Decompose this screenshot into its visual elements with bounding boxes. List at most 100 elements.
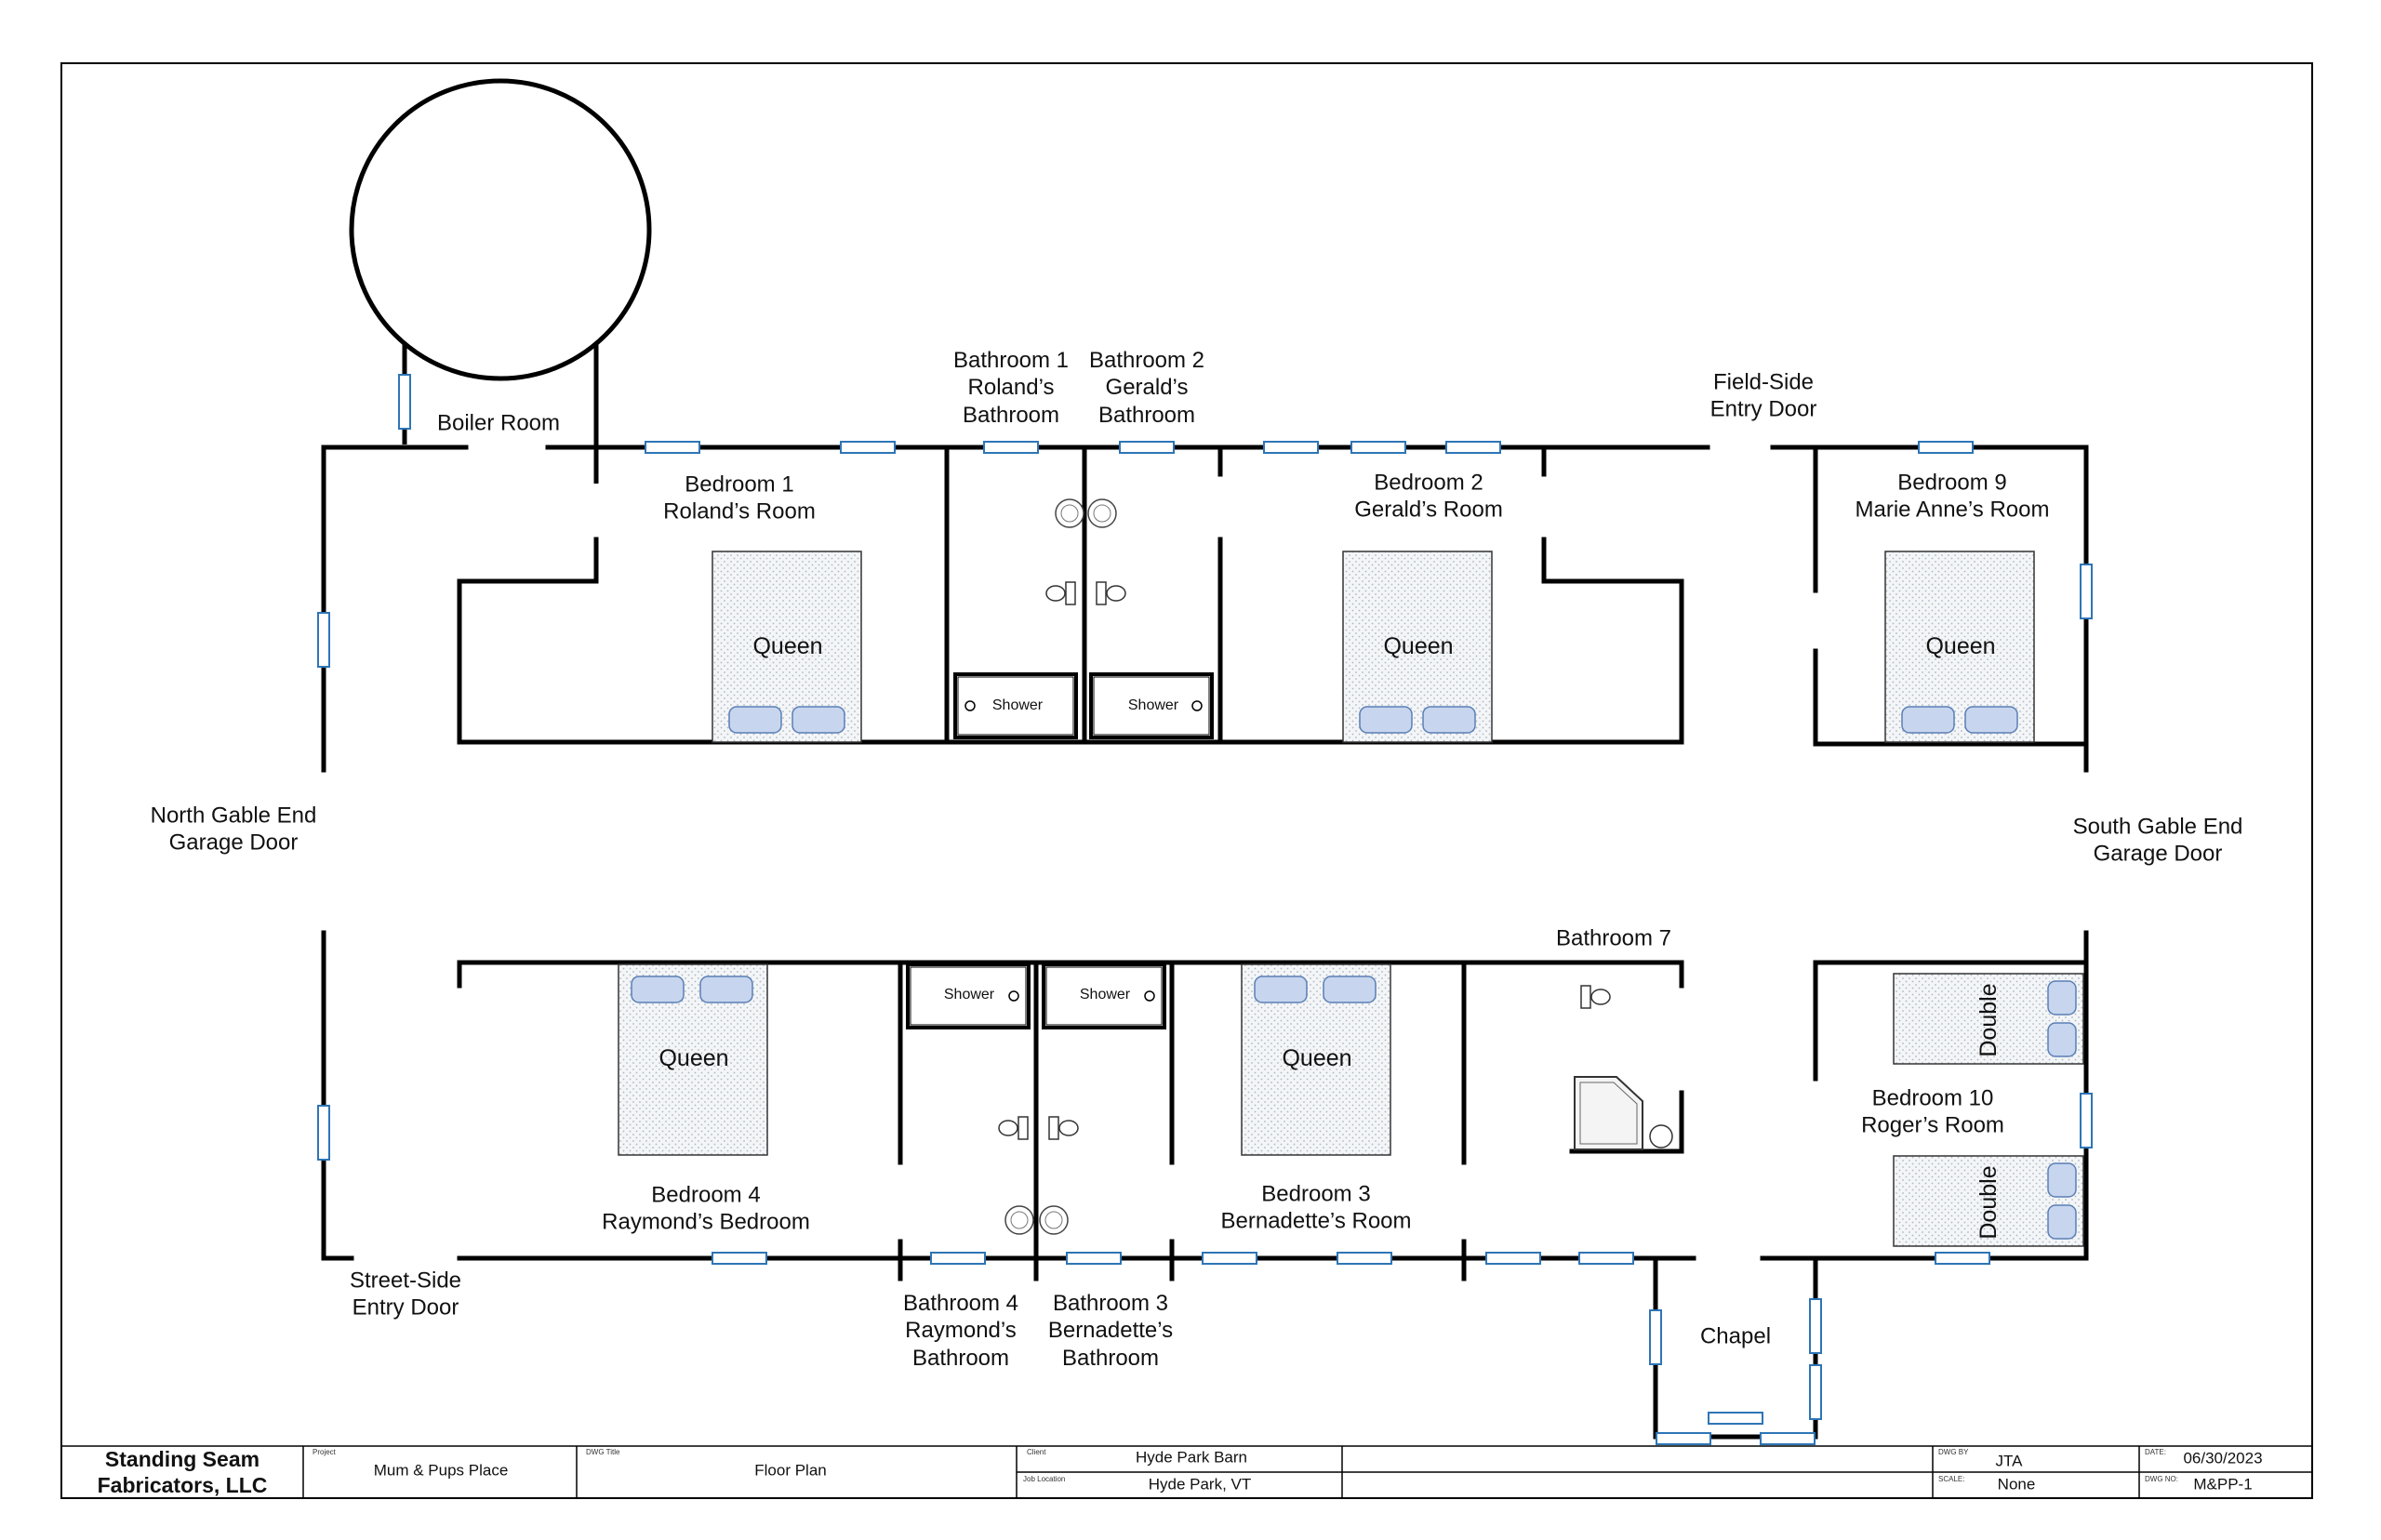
pillow [631, 976, 685, 1003]
caption-dwg-title: DWG Title [586, 1448, 620, 1456]
toilet-bowl [1106, 585, 1126, 602]
bedroom-2-name: Gerald’s Room [1354, 498, 1503, 523]
shower-label-bathroom-1: Shower [991, 697, 1044, 714]
bathroom-3-word: Bathroom [1061, 1345, 1160, 1371]
pillow [791, 706, 845, 734]
window [1337, 1252, 1392, 1265]
window [983, 441, 1039, 454]
bathroom-1-owner: Roland’s [967, 375, 1055, 401]
window [840, 441, 896, 454]
toilet-tank [1065, 581, 1076, 605]
shower-drain [1191, 700, 1203, 711]
toilet-tank [1096, 581, 1107, 605]
shower-inner [957, 676, 1074, 736]
window [930, 1252, 986, 1265]
bathroom-1-number: Bathroom 1 [952, 348, 1070, 374]
sink-basin [1060, 504, 1079, 523]
bathroom-4-word: Bathroom [911, 1345, 1010, 1371]
window [317, 612, 330, 668]
bathroom-4-number: Bathroom 4 [902, 1291, 1019, 1317]
street-door-line1: Street-Side [349, 1268, 462, 1294]
bedroom-2-number: Bedroom 2 [1374, 470, 1483, 496]
window [1918, 441, 1974, 454]
title-block-scale: None [1997, 1475, 2036, 1494]
bedroom-10-name: Roger’s Room [1861, 1113, 2004, 1138]
window [1656, 1432, 1711, 1445]
title-block-job-location: Hyde Park, VT [1148, 1475, 1252, 1494]
toilet-bowl [1045, 585, 1066, 602]
window [1263, 441, 1319, 454]
label-bedroom-9: Bedroom 9 Marie Anne’s Room [1856, 470, 2050, 524]
title-block-dwg-by: JTA [1995, 1452, 2023, 1470]
title-block-project: Mum & Pups Place [373, 1461, 509, 1480]
pillow [2047, 1162, 2077, 1198]
window [1760, 1432, 1816, 1445]
title-block-client: Hyde Park Barn [1136, 1448, 1247, 1467]
south-gable-line2: Garage Door [2093, 842, 2223, 867]
sink-basin [1093, 504, 1111, 523]
bed-label-bedroom-1: Queen [752, 632, 823, 659]
sink [1039, 1205, 1069, 1235]
label-bedroom-10: Bedroom 10 Roger’s Room [1861, 1085, 2004, 1140]
bedroom-4-number: Bedroom 4 [651, 1182, 761, 1208]
window [1350, 441, 1406, 454]
window [1935, 1252, 1990, 1265]
caption-job-location: Job Location [1023, 1475, 1066, 1483]
bathroom-2-number: Bathroom 2 [1088, 348, 1205, 374]
pillow [1359, 706, 1413, 734]
toilet-tank [1048, 1116, 1059, 1140]
bedroom-10-number: Bedroom 10 [1871, 1085, 1994, 1111]
pillow [2047, 1204, 2077, 1240]
title-block-date: 06/30/2023 [2183, 1449, 2263, 1467]
bathroom-2-word: Bathroom [1097, 402, 1196, 428]
window [1809, 1364, 1822, 1420]
silo-circle [349, 78, 652, 381]
title-block-dwg-title: Floor Plan [754, 1461, 827, 1480]
shower-drain [964, 700, 976, 711]
caption-date: DATE: [2145, 1448, 2166, 1456]
bed-label-bedroom-10-lower: Double [1975, 1165, 2002, 1240]
label-bathroom-1: Bathroom 1 Roland’s Bathroom [953, 347, 1069, 429]
window [1066, 1252, 1122, 1265]
bathroom-2-owner: Gerald’s [1105, 375, 1189, 401]
window [317, 1105, 330, 1161]
caption-dwg-by: DWG BY [1938, 1448, 1969, 1456]
shower-inner [910, 966, 1027, 1026]
pillow [1323, 976, 1377, 1003]
label-north-gable-end: North Gable End Garage Door [151, 803, 317, 857]
shower-label-bathroom-3: Shower [1079, 987, 1131, 1003]
street-door-line2: Entry Door [352, 1295, 459, 1321]
caption-project: Project [313, 1448, 336, 1456]
walls [321, 445, 2089, 1440]
window [2080, 564, 2093, 619]
bedroom-9-name: Marie Anne’s Room [1855, 498, 2050, 523]
bedroom-1-name: Roland’s Room [663, 499, 816, 524]
sink [1087, 498, 1117, 528]
window [1445, 441, 1501, 454]
south-gable-line1: South Gable End [2072, 814, 2243, 840]
bed-label-bedroom-9: Queen [1925, 632, 1996, 659]
toilet-bowl [1590, 989, 1611, 1005]
label-chapel: Chapel [1699, 1323, 1772, 1349]
label-bathroom-7: Bathroom 7 [1555, 925, 1672, 951]
bed-label-bedroom-3: Queen [1282, 1044, 1352, 1071]
pillow [699, 976, 753, 1003]
title-block-company: Standing Seam Fabricators, LLC [98, 1446, 268, 1498]
label-bedroom-1: Bedroom 1 Roland’s Room [663, 471, 816, 526]
sink-basin [1044, 1211, 1063, 1229]
bedroom-9-number: Bedroom 9 [1897, 470, 2007, 496]
window [645, 441, 700, 454]
label-south-gable-end: South Gable End Garage Door [2073, 814, 2243, 869]
north-gable-line1: North Gable End [150, 803, 317, 829]
toilet-bowl [998, 1120, 1018, 1136]
shower-drain [1144, 990, 1155, 1002]
bathroom-3-owner: Bernadette’s [1047, 1318, 1174, 1344]
window [1809, 1298, 1822, 1354]
company-line1: Standing Seam [104, 1446, 260, 1471]
corner-tub-inner [1579, 1082, 1638, 1145]
shower-inner [1093, 676, 1210, 736]
label-bedroom-4: Bedroom 4 Raymond’s Bedroom [602, 1182, 810, 1237]
window [1649, 1309, 1662, 1365]
pillow [1254, 976, 1308, 1003]
sink [1004, 1205, 1034, 1235]
